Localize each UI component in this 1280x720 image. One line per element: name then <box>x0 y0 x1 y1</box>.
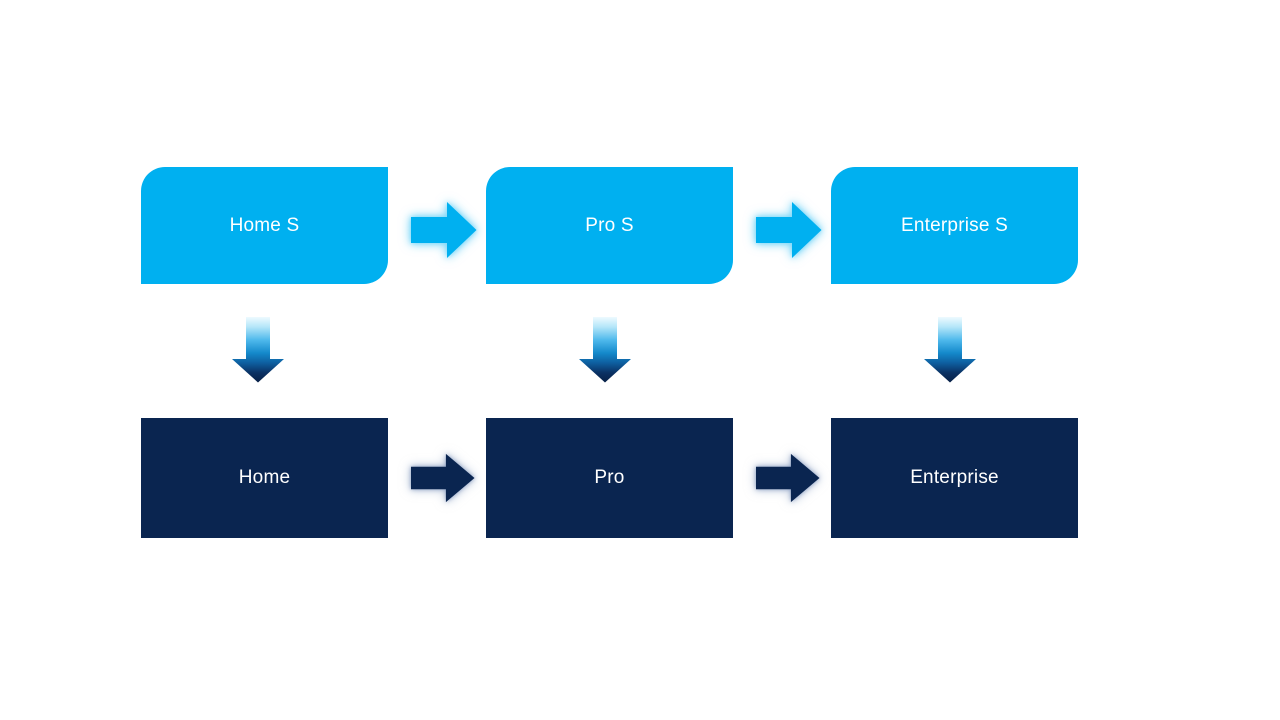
down-arrow-icon-pro-s-to-pro <box>579 317 631 383</box>
box-pro-s: Pro S <box>486 167 733 284</box>
down-arrow-icon-home-s-to-home <box>232 317 284 383</box>
box-enterprise-s-label: Enterprise S <box>901 214 1008 236</box>
right-arrow-icon-home-to-pro <box>411 453 475 503</box>
box-pro: Pro <box>486 418 733 538</box>
box-enterprise: Enterprise <box>831 418 1078 538</box>
box-enterprise-s: Enterprise S <box>831 167 1078 284</box>
down-arrow-icon-enterprise-s-to-enterprise <box>924 317 976 383</box>
right-arrow-icon-pro-s-to-enterprise-s <box>756 201 822 259</box>
box-enterprise-label: Enterprise <box>910 467 999 488</box>
box-pro-label: Pro <box>594 467 625 488</box>
box-home-label: Home <box>238 467 291 488</box>
box-home-s-label: Home S <box>229 214 300 236</box>
box-home-s: Home S <box>141 167 388 284</box>
box-home: Home <box>141 418 388 538</box>
right-arrow-icon-home-s-to-pro-s <box>411 201 477 259</box>
box-pro-s-label: Pro S <box>585 214 634 236</box>
right-arrow-icon-pro-to-enterprise <box>756 453 820 503</box>
